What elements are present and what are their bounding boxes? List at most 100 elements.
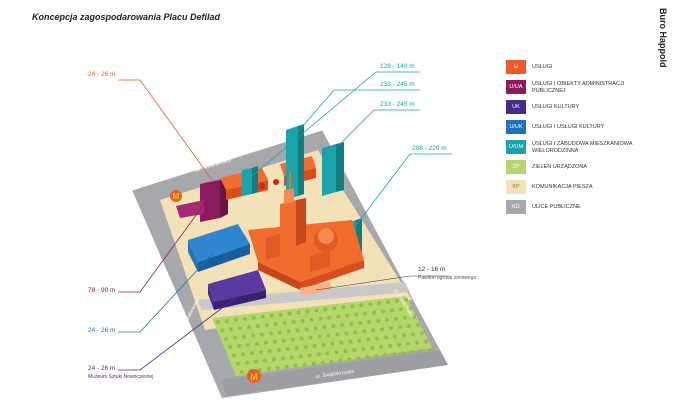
tree [365,355,370,360]
tree [271,357,276,362]
tree [410,350,415,355]
tree [386,300,391,305]
tree [334,350,339,355]
tree [316,352,321,357]
tree [394,316,399,321]
tree [411,332,415,337]
tree [302,362,307,367]
tree [293,363,298,368]
tree [390,308,395,313]
tree [385,317,390,322]
leader-blue [118,251,215,333]
tree [327,315,332,320]
label-purple-height: 78 - 90 m [88,287,116,294]
tree [299,336,304,341]
tree [269,313,274,318]
tree [402,333,407,338]
tree [343,349,348,354]
legend-swatch: U [506,60,526,74]
tree [416,323,420,327]
legend-item: ZP ZIELEŃ URZĄDZONA [506,160,696,176]
tree [216,320,220,324]
tree [375,336,380,341]
tree [338,358,343,363]
tree [344,331,349,336]
leader-orange [118,79,213,181]
metro-sign-bottom: M [247,369,261,383]
label-pavilion-height: 12 - 16 m [418,266,446,273]
tree [245,360,249,365]
tree [407,324,411,328]
tree [424,339,428,344]
block-blue-top [188,224,250,262]
legend-swatch: KP [506,180,526,194]
tree [398,325,403,330]
tree [278,312,283,317]
legend-label: USŁUGI I USŁUGI KULTURY [532,124,605,130]
tree [282,321,287,325]
legend-label: USŁUGI I ZABUDOWA MIESZKANIOWA WIELORODZ… [532,141,633,154]
tree [389,326,394,331]
tree [305,309,310,314]
tree [240,370,244,374]
tree [312,343,317,348]
tree [266,366,271,371]
tree [392,352,397,357]
tree [406,341,411,346]
tree [280,356,285,361]
svg-text:M: M [173,192,180,201]
tree [263,340,268,345]
tree [415,340,419,345]
legend-label: ULICE PUBLICZNE [532,204,581,210]
tree [314,308,319,313]
tree [229,327,233,332]
tree [224,336,228,341]
tree [403,315,407,320]
leader-museum [118,295,239,371]
tree [300,318,305,323]
tree [254,341,259,346]
tree [397,342,402,347]
tree [309,317,314,322]
legend-swatch: U/UK [506,120,526,134]
metro-sign-top: M [170,190,182,202]
tree [320,360,325,365]
tree [372,310,377,315]
legend-swatch: KD [506,200,526,214]
tree [428,348,432,352]
tree [268,331,273,336]
park-trees [216,298,432,374]
legend-item: KP KOMUNIKACJA PIESZA [506,180,696,196]
tree [326,333,331,338]
tree [401,351,406,356]
tree [393,334,398,339]
tower-teal-1-front [242,168,252,196]
leader-teal-4 [353,153,452,229]
tree [395,299,399,303]
tree [336,314,341,319]
tree [308,335,313,340]
label-museum-height: 24 - 26 m [88,365,116,372]
tree [371,328,376,333]
tower-magenta-front [200,180,220,222]
tree [276,348,281,353]
leader-teal-3 [335,109,420,149]
tree [245,342,250,347]
tree [408,306,412,311]
tree [341,305,346,310]
tower-teal-2-side [298,124,304,196]
tree [380,327,385,332]
tree [412,314,416,319]
tree [277,330,282,335]
tree [233,317,238,322]
tree [370,346,375,350]
internal-road [197,282,410,310]
legend-item: KD ULICE PUBLICZNE [506,200,696,216]
tree [354,312,359,317]
tree [376,318,381,323]
bottom-street [222,350,448,396]
tree [420,331,424,336]
leader-teal-2 [295,89,420,135]
tree [260,314,265,319]
tree [358,321,363,325]
